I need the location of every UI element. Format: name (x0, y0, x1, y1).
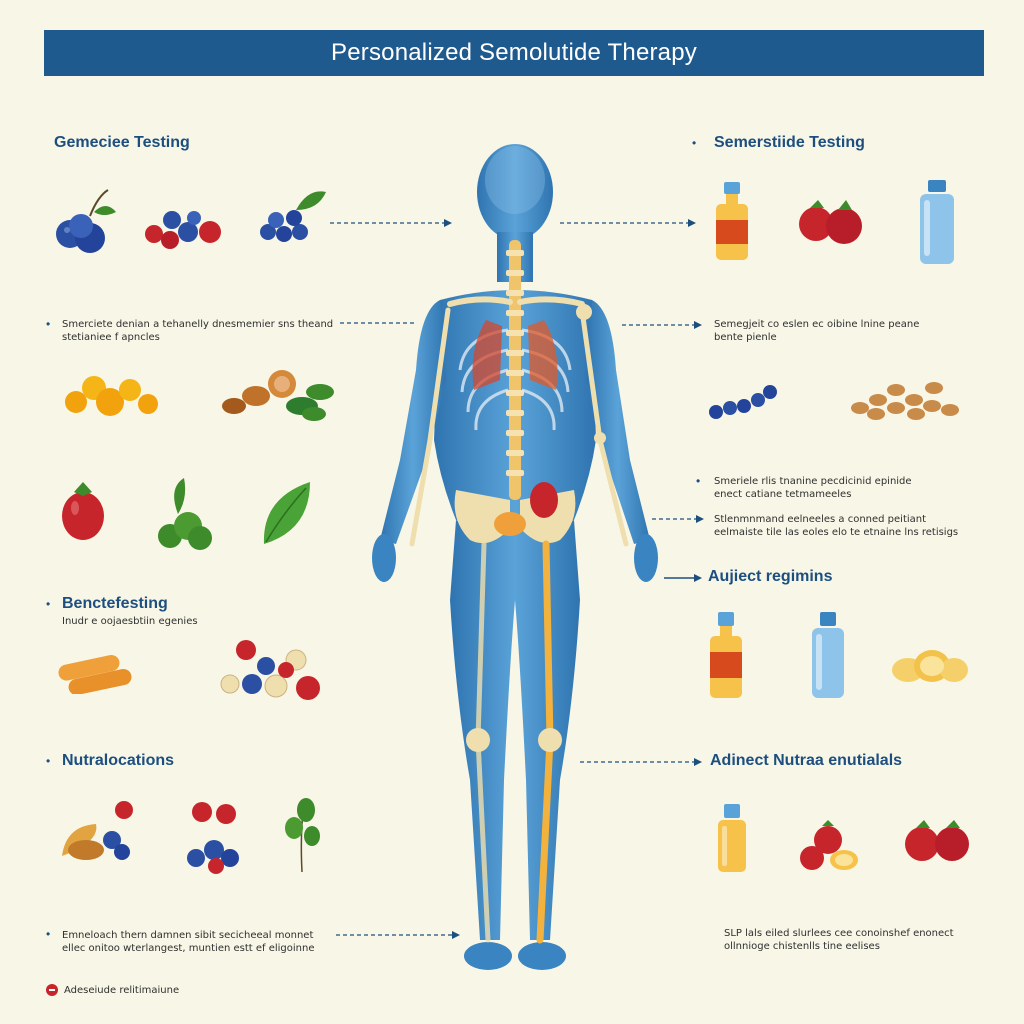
herb-sprig-icon (285, 798, 320, 873)
connector-arrow (330, 219, 452, 227)
water-bottle-icon (920, 180, 954, 264)
heading-adjunct-regimens: Aujiect regimins (708, 568, 833, 585)
sweet-potato-icon (58, 655, 132, 694)
orange-fruits-icon (65, 376, 158, 416)
connector-arrow (652, 515, 704, 523)
footer: Adeseiude relitimaiune (46, 984, 179, 996)
connector-arrow (340, 322, 416, 324)
heading-semaglutide-testing: Semerstiide Testing (714, 134, 865, 151)
connector-arrow (664, 574, 702, 582)
human-body-figure (372, 144, 658, 970)
heading-nutralocations: Nutralocations (62, 752, 175, 769)
note-line: enect catiane tetmameeles (714, 489, 852, 500)
blueberry-sprig-icon (260, 191, 326, 242)
legumes-icon (851, 382, 959, 420)
heading-bullet: • (46, 754, 51, 768)
connector-arrow (622, 321, 702, 329)
footer-logo-icon (46, 984, 58, 996)
heading-bullet: • (46, 597, 51, 611)
mixed-berries-icon (145, 211, 221, 249)
heading-adjunct-nutraceuticals: Adinect Nutraa enutialals (710, 752, 903, 769)
note-line: ellec onitoo wterlangest, muntien estt e… (62, 943, 315, 954)
note-bullet: • (46, 317, 51, 331)
supplement-bottle-icon (718, 804, 746, 872)
connector-arrow (560, 219, 696, 227)
page-title: Personalized Semolutide Therapy (331, 39, 697, 66)
berries-cluster-icon (187, 802, 239, 874)
heading-biomarker-testing: Benctefesting (62, 595, 168, 612)
note-bullet: • (46, 927, 51, 941)
footer-text: Adeseiude relitimaiune (64, 984, 180, 996)
tomatoes-icon (799, 200, 862, 244)
water-bottle-icon (812, 612, 844, 698)
note-right-3: Stlenmnmand eelneeles a conned peitiant … (714, 513, 1014, 539)
note-line: ollnnioge chistenlls tine eelises (724, 941, 880, 952)
note-line: Smerciete denian a tehanelly dnesmemier … (62, 319, 334, 330)
connector-arrow (580, 758, 702, 766)
oil-bottle-icon (710, 612, 742, 698)
note-right-2: Smeriele rlis tnanine pecdicinid epinide… (714, 475, 1004, 501)
note-line: bente pienle (714, 332, 777, 343)
heading-subtext: Inudr e oojaesbtiin egenies (62, 616, 198, 627)
note-left-1: Smerciete denian a tehanelly dnesmemier … (62, 318, 362, 344)
heading-genetic-testing: Gemeciee Testing (54, 134, 190, 151)
note-line: Semegjeit co eslen ec oibine lnine peane (714, 319, 920, 330)
note-line: SLP lals eiled slurlees cee conoinshef e… (724, 928, 954, 939)
nuts-and-greens-icon (222, 370, 334, 421)
tomatoes-icon (905, 820, 969, 861)
note-line: Stlenmnmand eelneeles a conned peitiant (714, 514, 927, 525)
mushroom-berries-icon (62, 801, 133, 860)
note-line: eelmaiste tile las eoles elo te etnaine … (714, 527, 959, 538)
heading-bullet: • (692, 136, 697, 150)
note-right-4: SLP lals eiled slurlees cee conoinshef e… (724, 927, 1004, 953)
note-line: Emneloach thern damnen sibit secicheeal … (62, 930, 314, 941)
note-right-1: Semegjeit co eslen ec oibine lnine peane… (714, 318, 994, 344)
tomato-lemon-icon (800, 820, 858, 870)
blueberry-chain-icon (709, 385, 777, 419)
tomato-icon (62, 482, 104, 540)
mixed-fruit-nuts-icon (220, 640, 320, 700)
note-left-2: Emneloach thern damnen sibit secicheeal … (62, 929, 352, 955)
green-vegetables-icon (158, 478, 212, 550)
note-line: stetianiee f apncles (62, 332, 160, 343)
blueberries-icon (56, 189, 116, 253)
oil-bottle-icon (716, 182, 748, 260)
leaf-icon (263, 482, 310, 544)
lemon-slices-icon (892, 650, 968, 682)
note-line: Smeriele rlis tnanine pecdicinid epinide (714, 476, 912, 487)
title-banner: Personalized Semolutide Therapy (44, 30, 984, 76)
note-bullet: • (696, 474, 701, 488)
connector-arrow (336, 931, 460, 939)
